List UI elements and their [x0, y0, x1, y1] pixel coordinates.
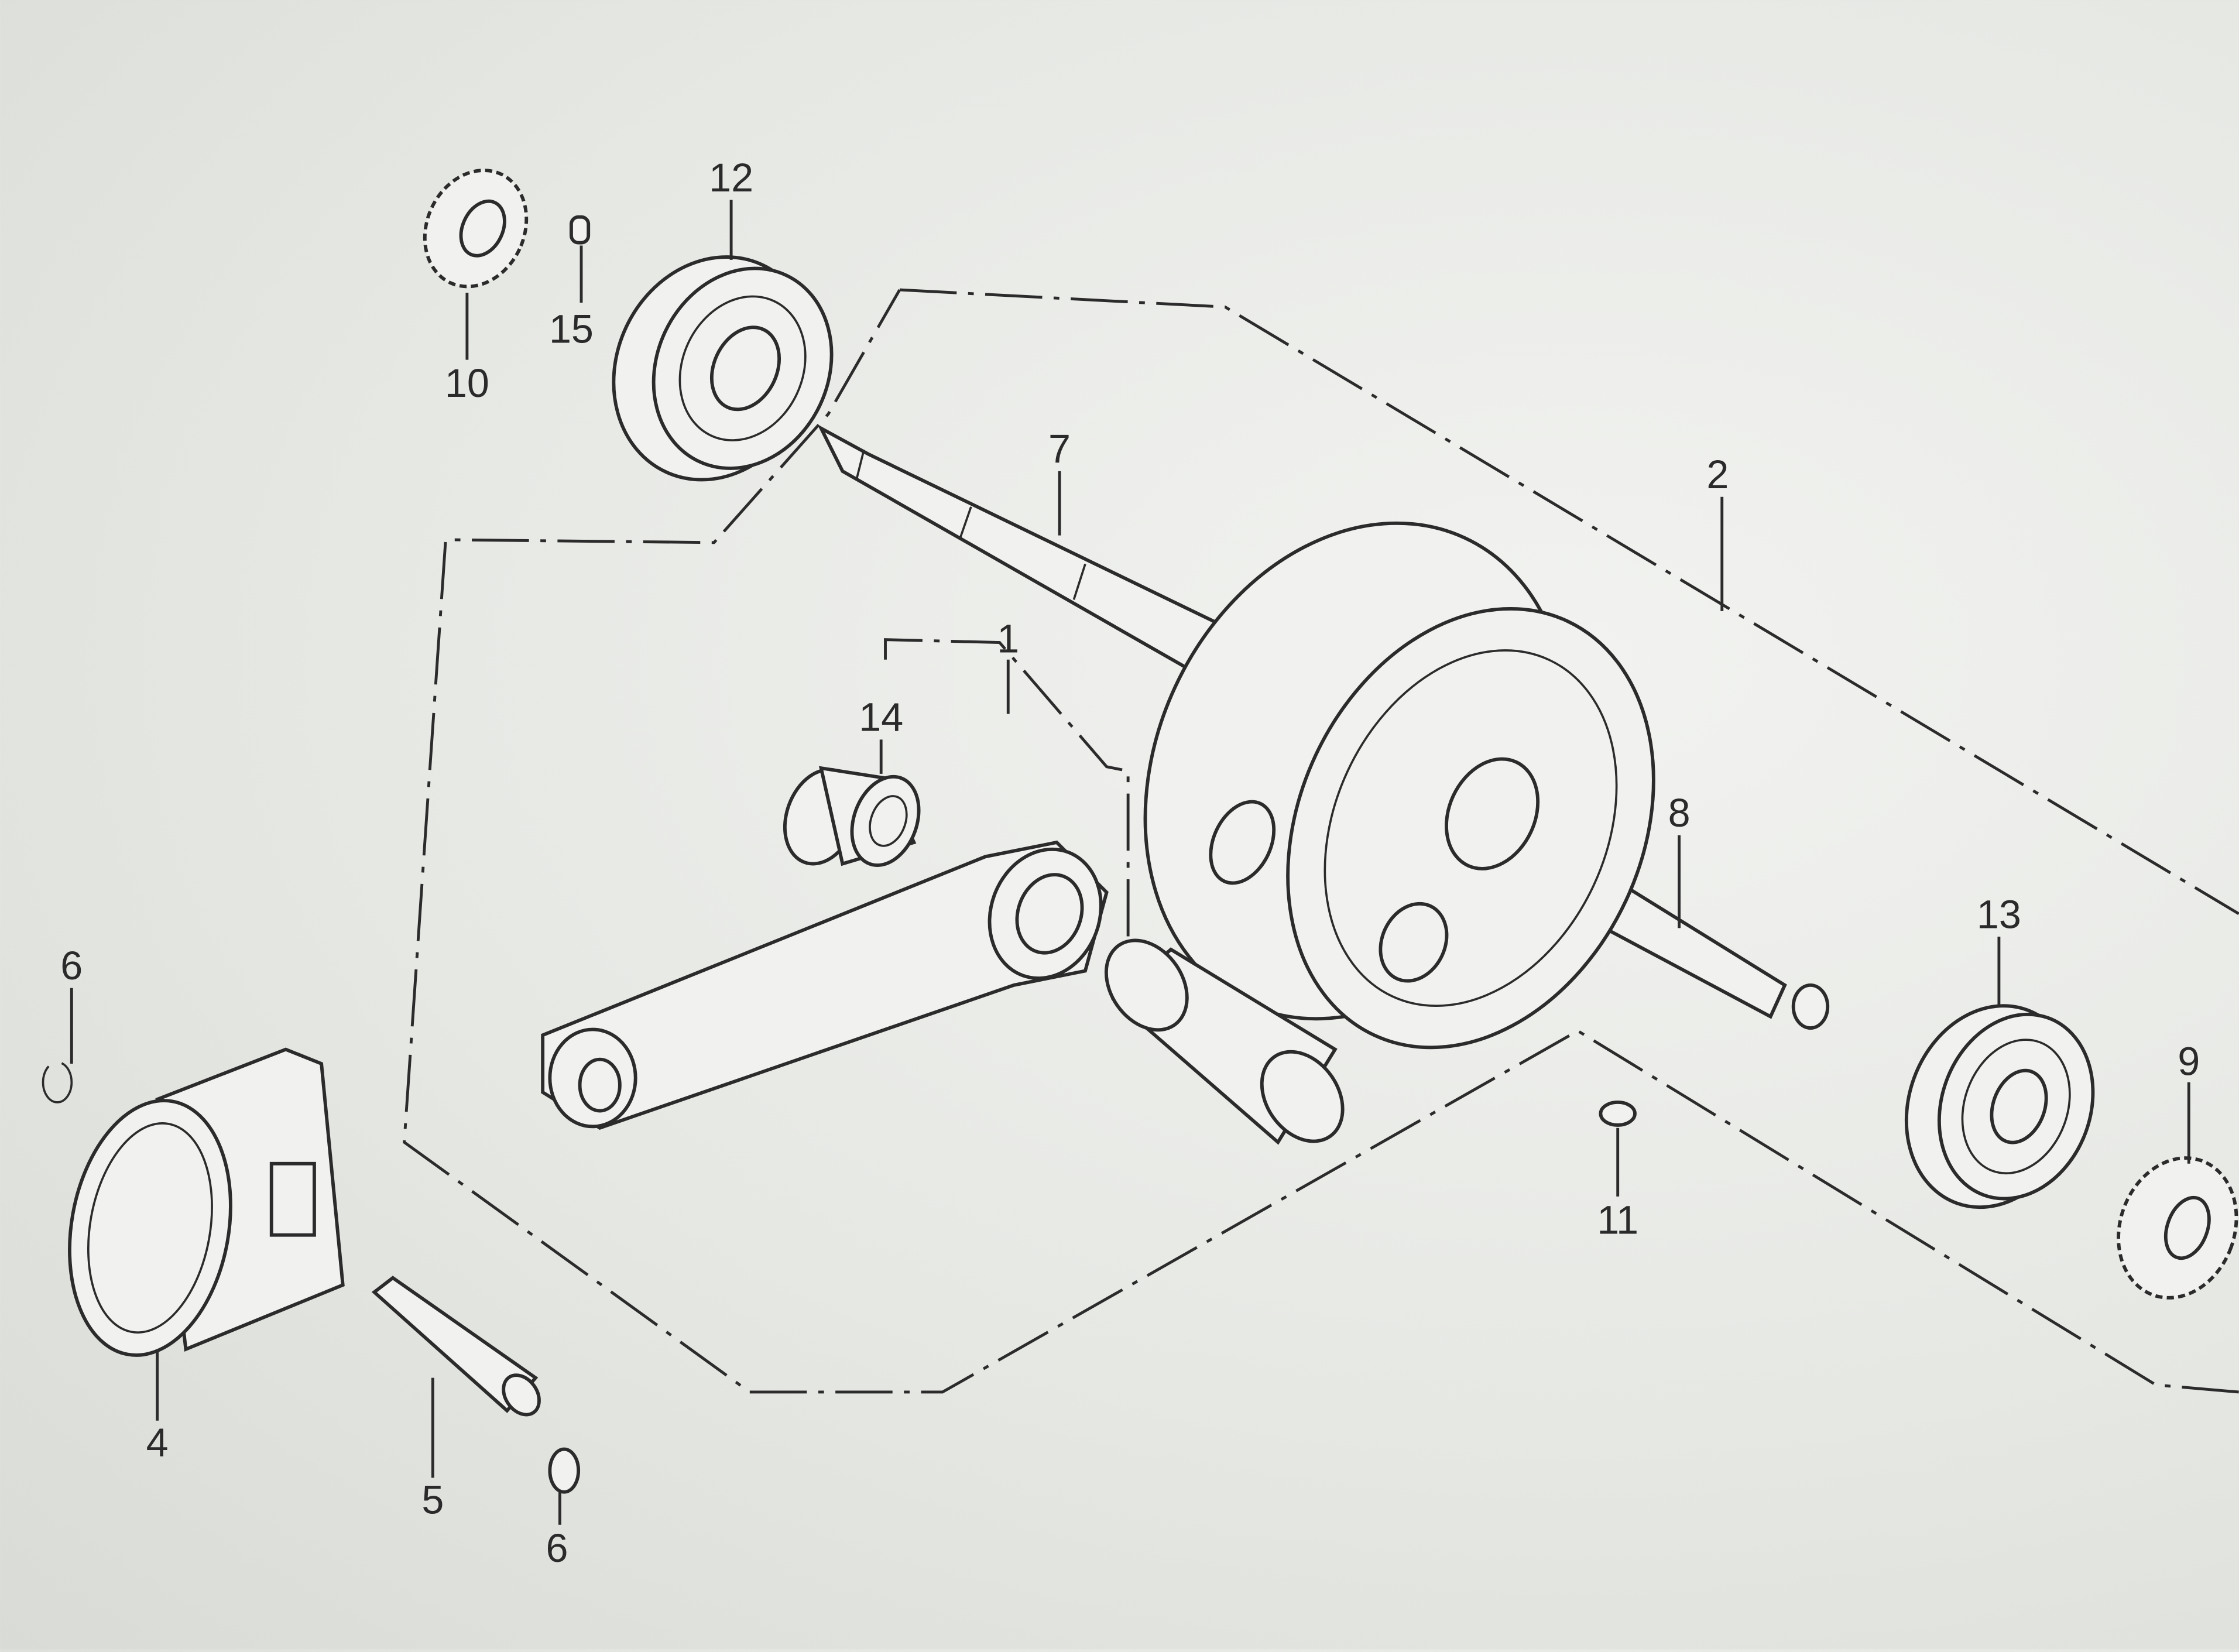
connecting-rod-1 — [541, 840, 1109, 1130]
callout-10: 10 — [445, 361, 489, 406]
needle-bearing-14 — [783, 766, 921, 867]
gear-9 — [2117, 1156, 2238, 1300]
callout-13: 13 — [1977, 892, 2021, 937]
crank-pin — [1104, 938, 1345, 1145]
callout-1: 1 — [997, 617, 1019, 662]
woodruff-key-11 — [1599, 1100, 1637, 1127]
callout-14: 14 — [859, 695, 903, 740]
piston-pin-5 — [371, 1276, 541, 1417]
bearing-13 — [1904, 1004, 2095, 1209]
callout-6-top: 6 — [60, 944, 83, 988]
conrod-subassembly-boundary — [884, 638, 1130, 971]
callout-11: 11 — [1597, 1198, 1638, 1242]
circlip-6-right — [548, 1447, 581, 1494]
bearing-12 — [612, 255, 834, 482]
gear-10 — [423, 169, 529, 289]
callout-4: 4 — [146, 1421, 169, 1465]
callout-6-bottom: 6 — [546, 1526, 568, 1571]
callout-12: 12 — [709, 156, 753, 200]
circlip-6-left — [42, 1061, 73, 1103]
crankshaft — [817, 424, 1830, 1050]
callout-15: 15 — [549, 307, 594, 351]
callout-2: 2 — [1706, 453, 1729, 497]
callout-7: 7 — [1048, 427, 1071, 471]
callout-5: 5 — [421, 1478, 444, 1522]
callout-8: 8 — [1668, 791, 1691, 835]
leader-lines — [70, 200, 2190, 1525]
assembly-boundary — [403, 288, 2239, 1394]
callout-9: 9 — [2178, 1040, 2200, 1084]
piston-4 — [68, 1047, 345, 1357]
dowel-pin-15 — [570, 215, 591, 245]
